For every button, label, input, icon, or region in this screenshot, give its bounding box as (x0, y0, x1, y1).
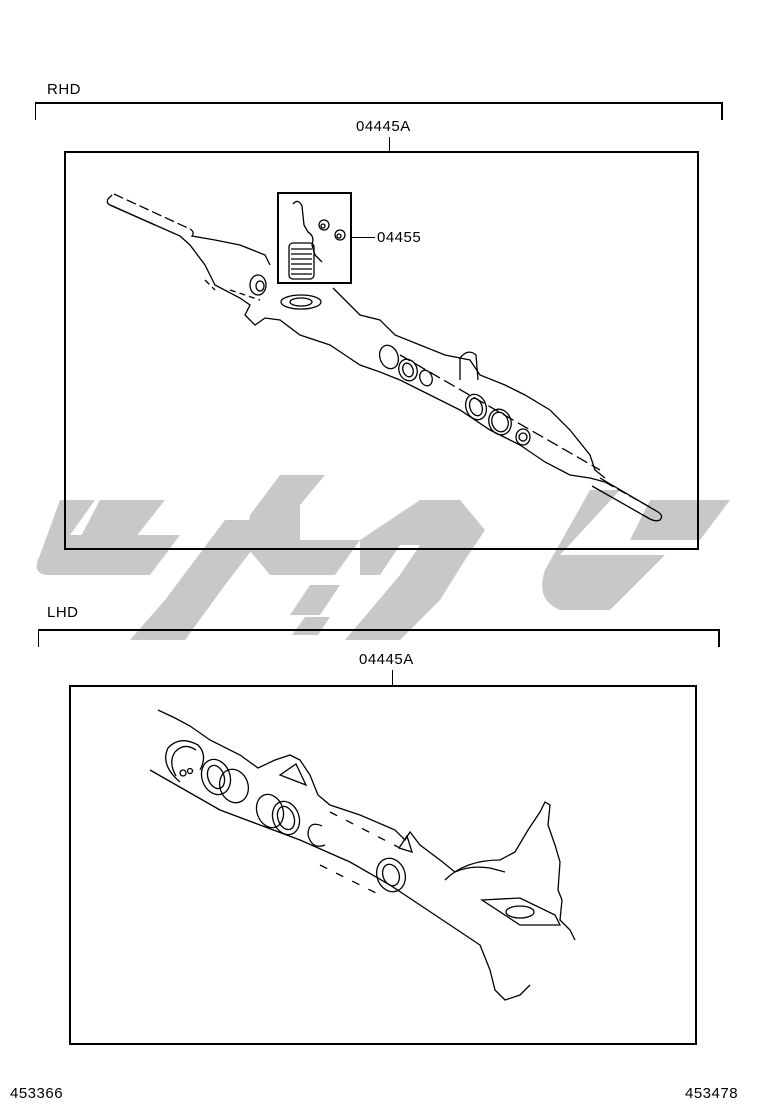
footer-left-code: 453366 (10, 1085, 64, 1102)
subkit-callout[interactable]: 04455 (377, 229, 422, 246)
lhd-kit-callout[interactable]: 04445A (359, 651, 414, 668)
subkit-leader (352, 237, 375, 238)
rhd-kit-callout[interactable]: 04445A (356, 118, 411, 135)
rhd-kit-leader (389, 137, 390, 152)
lhd-parts-panel (69, 685, 697, 1045)
lhd-kit-leader (392, 670, 393, 686)
pinion-valve-subkit-box (277, 192, 352, 284)
footer-right-code: 453478 (685, 1085, 739, 1102)
section-label-rhd: RHD (47, 81, 81, 98)
rhd-group-bracket (35, 102, 723, 120)
lhd-group-bracket (38, 629, 720, 647)
section-label-lhd: LHD (47, 604, 79, 621)
rhd-parts-panel (64, 151, 699, 550)
